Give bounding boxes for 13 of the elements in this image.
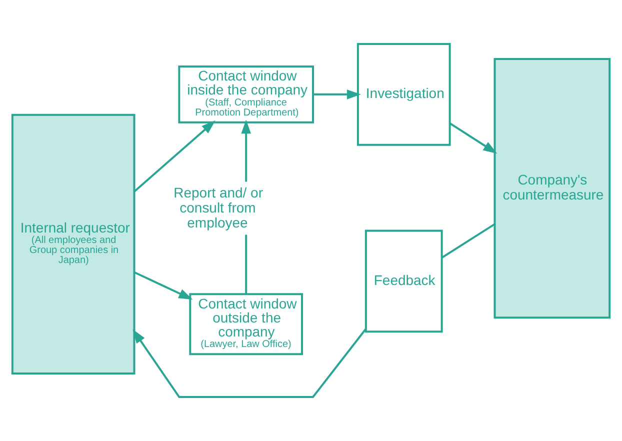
node-box: Investigation bbox=[356, 43, 451, 146]
node-box: Internal requestor (All employees and Group companies in Japan) bbox=[11, 114, 136, 375]
arrow bbox=[449, 122, 498, 154]
edge-label: Report and/ or consult from employee bbox=[174, 184, 263, 230]
node-box: Feedback bbox=[364, 230, 443, 333]
node-box: Company's countermeasure bbox=[494, 58, 611, 319]
connector bbox=[442, 223, 496, 258]
node-box: Contact window inside the company (Staff, Compliance Promotion Department) bbox=[178, 65, 314, 124]
arrow bbox=[313, 90, 361, 100]
arrow bbox=[132, 328, 367, 398]
node-box: Contact window outside the company (Lawyer, Law Office) bbox=[189, 293, 303, 356]
arrow bbox=[134, 271, 193, 300]
arrow bbox=[134, 120, 216, 192]
